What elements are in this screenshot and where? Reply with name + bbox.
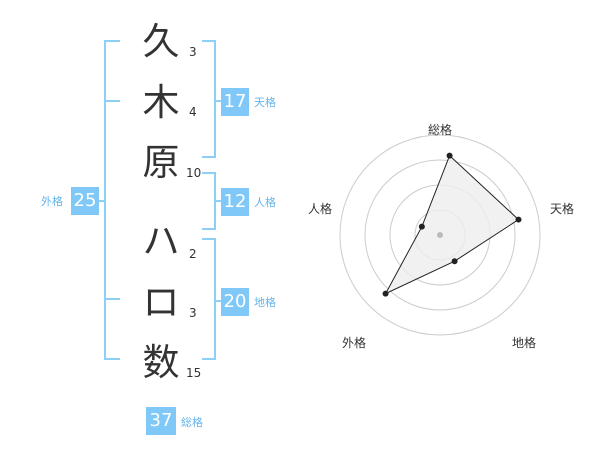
chikaku-bracket-tick [202,358,216,360]
stroke-count-5: 3 [189,306,197,320]
tenkaku-bracket-tick [202,40,216,42]
jinkaku-connector [214,200,222,202]
stroke-count-2: 4 [189,105,197,119]
tenkaku-bracket-tick [202,156,216,158]
gaikaku-bracket-tick [104,358,120,360]
gaikaku-bracket-tick [104,40,120,42]
radar-chart: 総格 天格 地格 外格 人格 [308,122,574,350]
name-char-1: 久 [142,20,180,63]
stroke-count-6: 15 [186,366,202,380]
radar-point-5 [418,223,425,230]
radar-center-dot [437,232,443,238]
radar-label-gaikaku: 外格 [342,335,366,350]
radar-point-1 [446,152,453,159]
stroke-count-4: 2 [189,247,197,261]
gaikaku-bracket-tick [104,100,120,102]
radar-points [382,152,522,297]
name-char-2: 木 [142,81,180,124]
jinkaku-label: 人格 [254,196,276,209]
gaikaku-value: 25 [71,187,99,215]
radar-label-soukaku: 総格 [428,122,452,137]
radar-point-2 [515,216,522,223]
gaikaku-connector [98,200,106,202]
gaikaku-label: 外格 [41,195,63,208]
chikaku-bracket [214,238,216,360]
name-char-4: ハ [142,220,180,263]
jinkaku-bracket-tick [202,172,216,174]
radar-label-chikaku: 地格 [512,335,536,350]
jinkaku-bracket-tick [202,228,216,230]
stroke-count-1: 3 [189,45,197,59]
tenkaku-label: 天格 [254,96,276,109]
jinkaku-value: 12 [221,188,249,216]
radar-ring [364,159,516,311]
tenkaku-connector [214,100,222,102]
radar-ring [339,134,541,336]
name-char-5: ロ [142,281,180,324]
gaikaku-bracket-tick [104,298,120,300]
name-char-6: 数 [142,341,180,384]
soukaku-label: 総格 [181,416,203,429]
radar-area [384,154,520,295]
radar-point-3 [451,258,458,265]
radar-label-tenkaku: 天格 [550,201,574,216]
chikaku-bracket-tick [202,238,216,240]
chikaku-value: 20 [221,288,249,316]
chikaku-label: 地格 [254,296,276,309]
name-char-3: 原 [142,141,180,184]
tenkaku-value: 17 [221,88,249,116]
soukaku-value: 37 [146,407,176,435]
chikaku-connector [214,300,222,302]
tenkaku-bracket [214,40,216,158]
stroke-count-3: 10 [186,166,202,180]
radar-point-4 [382,290,389,297]
radar-label-jinkaku: 人格 [308,201,332,216]
